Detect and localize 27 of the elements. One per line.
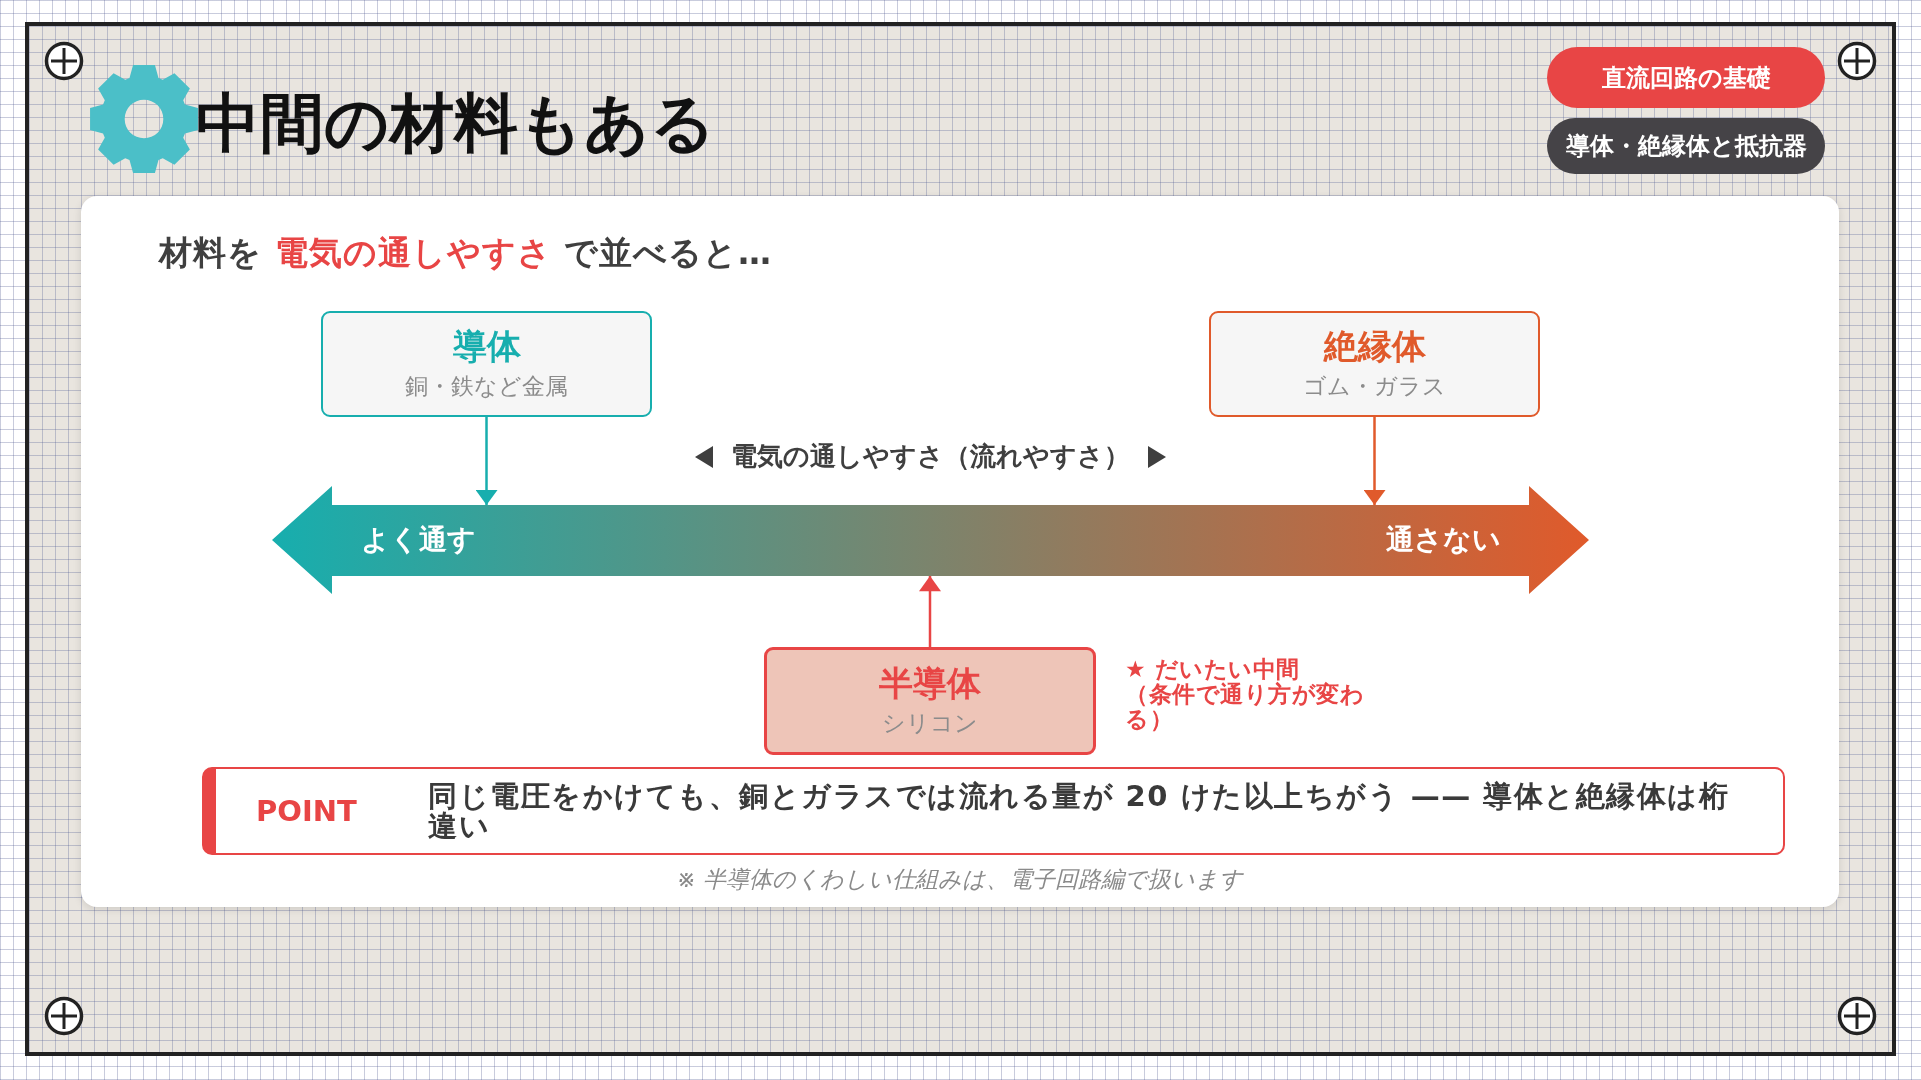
topic-badge: 導体・絶縁体と抵抗器 <box>1547 118 1825 174</box>
example-text: 銅・鉄など金属 <box>405 372 568 402</box>
side-note: ★ だいたい中間 <box>1125 657 1301 683</box>
axis-label: 電気の通しやすさ（流れやすさ） <box>731 440 1130 473</box>
subtitle-text: 材料を 電気の通しやすさ で並べると… <box>159 232 772 274</box>
footnote-text: ※ 半導体のくわしい仕組みは、電子回路編で扱います <box>676 865 1244 894</box>
content-card <box>81 196 1839 907</box>
arrow <box>1363 417 1386 505</box>
arrow <box>919 576 941 647</box>
material-name: 導体 <box>452 325 521 367</box>
side-note: （条件で通り方が変わる） <box>1125 682 1365 733</box>
point-tag: POINT <box>256 794 357 828</box>
material-box <box>764 647 1096 755</box>
category-badge: 直流回路の基礎 <box>1547 47 1825 108</box>
material-name: 半導体 <box>879 662 981 704</box>
scale-end-text: よく通す <box>361 522 476 558</box>
point-text: 同じ電圧をかけても、銅とガラスでは流れる量が 20 けた以上ちがう —— 導体と絶縁体は桁違い <box>428 780 1731 842</box>
material-box <box>321 311 652 417</box>
example-text: ゴム・ガラス <box>1303 372 1446 402</box>
material-name: 絶縁体 <box>1323 325 1426 367</box>
material-box <box>1209 311 1540 417</box>
arrow <box>475 417 498 505</box>
point-box <box>202 767 1785 855</box>
scale-end-text: 通さない <box>1386 522 1501 558</box>
page-title: 中間の材料もある <box>196 85 716 162</box>
example-text: シリコン <box>882 709 978 739</box>
gradient-scale-bar <box>272 486 1589 594</box>
